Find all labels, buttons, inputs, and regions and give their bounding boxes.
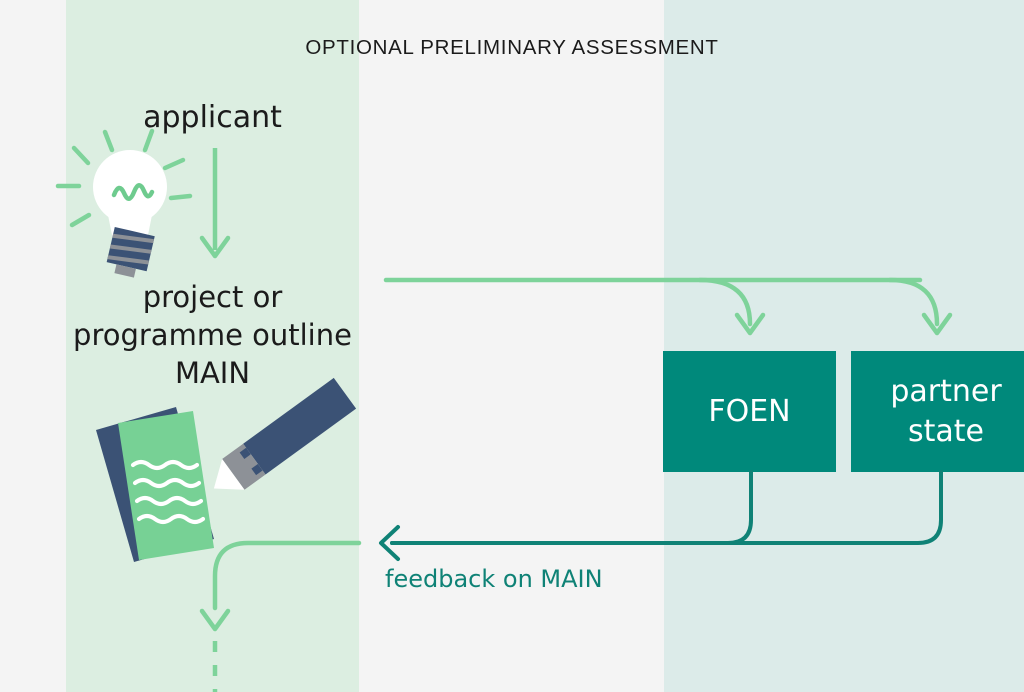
outline-label-line2: programme outline [73, 318, 352, 352]
outline-label-line1: project or [142, 280, 283, 314]
outline-label: project or programme outline MAIN [56, 278, 369, 392]
lane-middle [359, 0, 664, 692]
outline-label-line3: MAIN [174, 356, 251, 390]
applicant-label: applicant [143, 100, 282, 135]
lane-left-margin [0, 0, 66, 692]
page-title: OPTIONAL PRELIMINARY ASSESSMENT [305, 36, 719, 59]
box-foen[interactable]: FOEN [663, 351, 836, 472]
box-partner-state-label-line1: partner [890, 373, 1002, 409]
feedback-label: feedback on MAIN [385, 565, 603, 593]
box-partner-state[interactable]: partner state [851, 351, 1024, 472]
box-partner-state-label: partner state [890, 372, 1001, 452]
box-partner-state-label-line2: state [907, 413, 984, 449]
lane-authority [664, 0, 1024, 692]
box-foen-label: FOEN [708, 393, 791, 429]
